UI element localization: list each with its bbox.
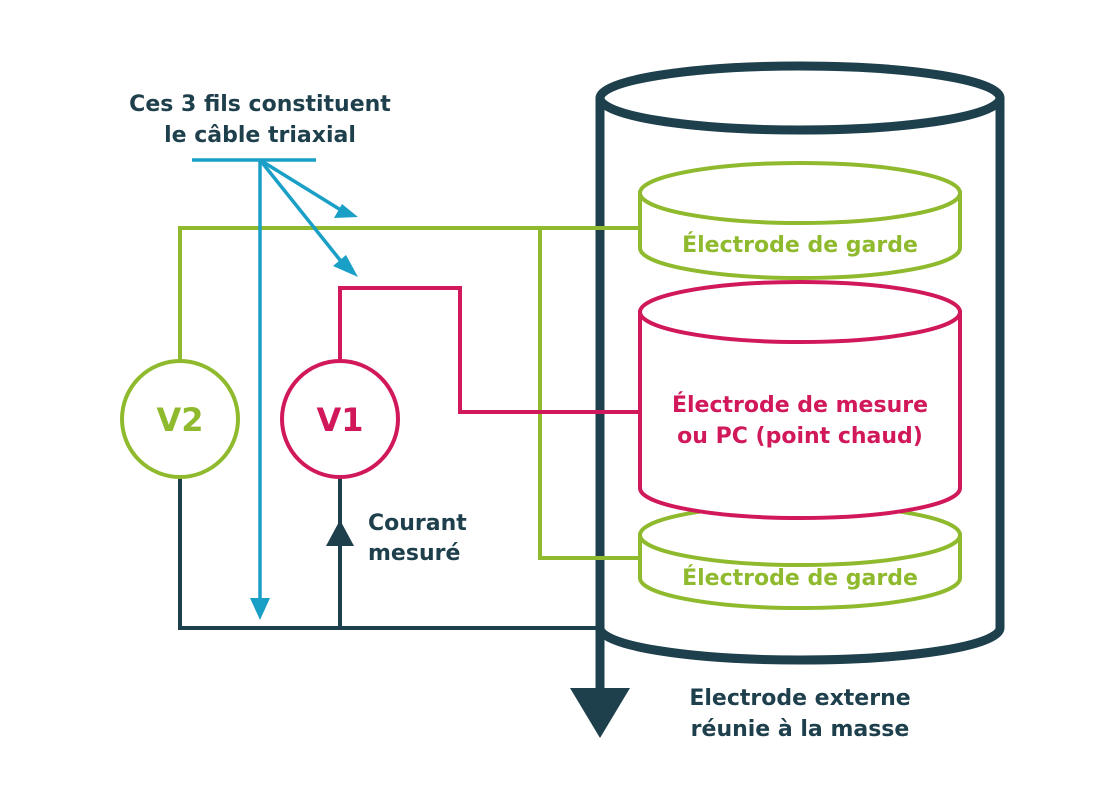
guard-bottom-label: Électrode de garde xyxy=(682,565,918,591)
measure-electrode-line-1: Électrode de mesure xyxy=(672,392,928,418)
current-label-line-1: Courant xyxy=(368,511,467,536)
arrowhead-ground-icon xyxy=(250,598,270,620)
measure-electrode xyxy=(638,280,962,520)
voltmeter-v1 xyxy=(280,359,400,479)
ground-wiring xyxy=(178,478,600,630)
voltmeter-v1-label: V1 xyxy=(316,401,363,439)
annotation-line-1: Ces 3 fils constituent xyxy=(129,92,391,117)
outer-cylinder-body xyxy=(595,98,1005,665)
arrowhead-guard-icon xyxy=(334,204,358,218)
guard-electrode-bottom xyxy=(638,503,962,610)
arrowhead-measure-icon xyxy=(333,255,358,277)
ground-arrow-icon xyxy=(570,620,630,738)
guard-electrode-top xyxy=(638,161,962,280)
voltmeter-v2-label: V2 xyxy=(156,401,203,439)
measure-electrode-line-2: ou PC (point chaud) xyxy=(677,424,923,449)
external-electrode-line-1: Electrode externe xyxy=(689,686,910,711)
current-label-line-2: mesuré xyxy=(368,541,460,566)
measure-wiring xyxy=(338,286,640,414)
annotation-leader-guard xyxy=(259,158,345,214)
guard-top-label: Électrode de garde xyxy=(682,232,918,258)
annotation-line-2: le câble triaxial xyxy=(164,123,356,148)
guard-wiring xyxy=(178,226,640,560)
current-arrow-icon xyxy=(326,520,354,546)
triaxial-annotation xyxy=(192,158,346,605)
voltmeter-v2 xyxy=(120,359,240,479)
external-electrode-cylinder xyxy=(595,61,1005,665)
annotation-leader-measure xyxy=(258,158,346,267)
external-electrode-line-2: réunie à la masse xyxy=(691,717,910,742)
outer-cylinder-top xyxy=(595,61,1005,135)
